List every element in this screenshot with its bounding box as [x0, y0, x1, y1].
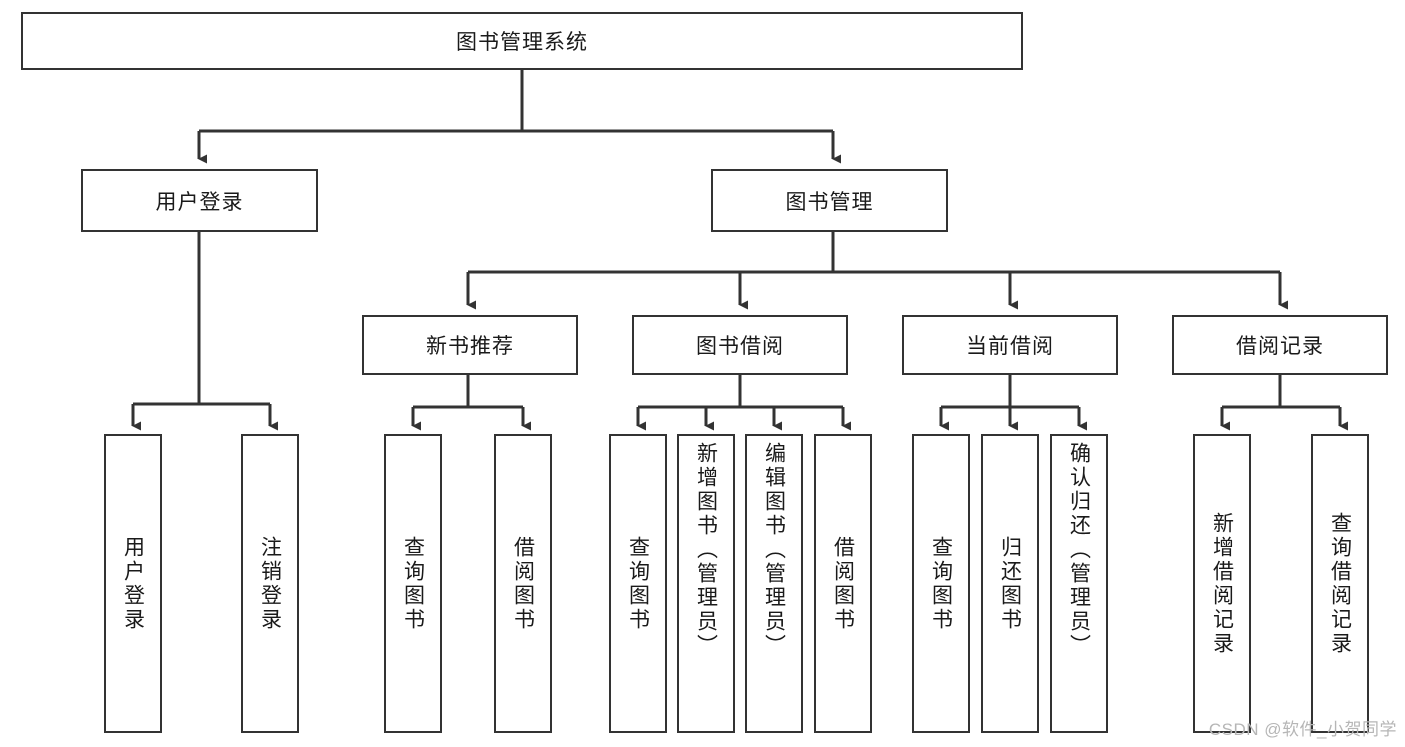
- leaf-borrow-book-2[interactable]: 借阅图书: [814, 434, 872, 733]
- node-root[interactable]: 图书管理系统: [21, 12, 1023, 70]
- leaf-edit-book[interactable]: 编辑图书（管理员）: [745, 434, 803, 733]
- leaf-add-book[interactable]: 新增图书（管理员）: [677, 434, 735, 733]
- leaf-borrow-book-2-label: 借阅图书: [831, 535, 855, 632]
- node-new-book-recommend-label: 新书推荐: [426, 335, 514, 358]
- leaf-query-book-3-label: 查询图书: [929, 535, 953, 632]
- leaf-return-book-label: 归还图书: [998, 535, 1022, 632]
- leaf-query-book-1[interactable]: 查询图书: [384, 434, 442, 733]
- leaf-confirm-return-label: 确认归还（管理员）: [1067, 442, 1091, 658]
- leaf-query-record[interactable]: 查询借阅记录: [1311, 434, 1369, 733]
- leaf-add-record[interactable]: 新增借阅记录: [1193, 434, 1251, 733]
- leaf-logout[interactable]: 注销登录: [241, 434, 299, 733]
- node-new-book-recommend[interactable]: 新书推荐: [362, 315, 578, 375]
- leaf-user-login-label: 用户登录: [121, 535, 145, 632]
- node-book-manage-label: 图书管理: [785, 190, 874, 214]
- leaf-query-book-1-label: 查询图书: [401, 535, 425, 632]
- node-current-borrow[interactable]: 当前借阅: [902, 315, 1118, 375]
- node-user-login[interactable]: 用户登录: [81, 169, 318, 232]
- node-current-borrow-label: 当前借阅: [966, 335, 1054, 358]
- leaf-query-book-2-label: 查询图书: [626, 535, 650, 632]
- leaf-add-book-label: 新增图书（管理员）: [694, 442, 718, 658]
- leaf-confirm-return[interactable]: 确认归还（管理员）: [1050, 434, 1108, 733]
- leaf-user-login[interactable]: 用户登录: [104, 434, 162, 733]
- node-root-label: 图书管理系统: [456, 31, 588, 54]
- leaf-query-record-label: 查询借阅记录: [1328, 511, 1352, 656]
- leaf-edit-book-label: 编辑图书（管理员）: [762, 442, 786, 658]
- node-book-borrow-label: 图书借阅: [696, 335, 784, 358]
- leaf-borrow-book-1-label: 借阅图书: [511, 535, 535, 632]
- leaf-query-book-2[interactable]: 查询图书: [609, 434, 667, 733]
- node-borrow-record[interactable]: 借阅记录: [1172, 315, 1388, 375]
- leaf-logout-label: 注销登录: [258, 535, 282, 632]
- watermark-text: CSDN @软件_小贺同学: [1208, 720, 1397, 739]
- leaf-return-book[interactable]: 归还图书: [981, 434, 1039, 733]
- leaf-add-record-label: 新增借阅记录: [1210, 511, 1234, 656]
- leaf-borrow-book-1[interactable]: 借阅图书: [494, 434, 552, 733]
- node-book-borrow[interactable]: 图书借阅: [632, 315, 848, 375]
- node-borrow-record-label: 借阅记录: [1236, 335, 1324, 358]
- leaf-query-book-3[interactable]: 查询图书: [912, 434, 970, 733]
- node-book-manage[interactable]: 图书管理: [711, 169, 948, 232]
- node-user-login-label: 用户登录: [155, 190, 244, 214]
